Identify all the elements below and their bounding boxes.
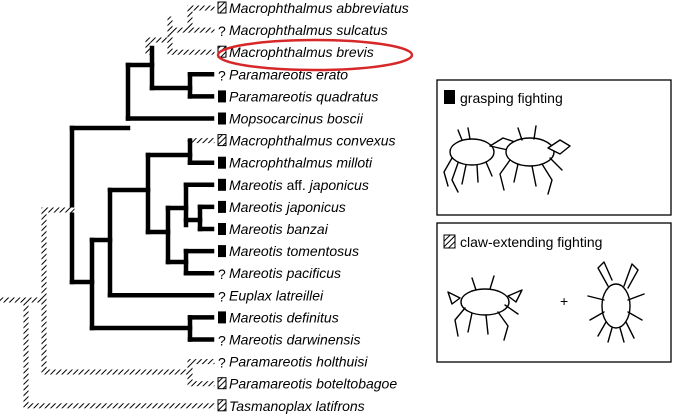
taxon-row: Paramareotis boteltobagoe	[217, 376, 397, 392]
hatched-marker-icon	[217, 377, 227, 390]
taxon-row: Macrophthalmus milloti	[218, 155, 373, 171]
crab-claw-extending-icon	[447, 275, 523, 341]
solid-marker-icon	[218, 112, 226, 125]
solid-marker-icon	[218, 245, 226, 258]
unknown-marker: ?	[218, 333, 226, 349]
crab-pair-grasping-icon	[443, 125, 571, 195]
taxon-label: Euplax latreillei	[229, 287, 324, 303]
branch-line	[187, 138, 215, 144]
taxon-row: ?Mareotis darwinensis	[218, 332, 361, 349]
branch-line	[41, 369, 193, 375]
highlight-ellipse	[216, 38, 414, 72]
crab-upright-icon	[587, 261, 645, 343]
branch-line	[167, 27, 215, 33]
taxon-row: Mareotis banzai	[218, 221, 329, 237]
branch-line	[145, 37, 173, 43]
taxon-label: Mareotis aff. japonicus	[229, 177, 369, 193]
taxon-label: Mareotis tomentosus	[229, 243, 359, 259]
taxon-labels: Macrophthalmus abbreviatus?Macrophthalmu…	[217, 0, 409, 414]
taxon-row: Mareotis definitus	[218, 309, 339, 325]
unknown-marker: ?	[218, 355, 226, 371]
taxon-row: Macrophthalmus convexus	[217, 133, 396, 149]
taxon-label: Macrophthalmus milloti	[229, 155, 373, 171]
taxon-label: Macrophthalmus sulcatus	[229, 22, 388, 38]
branch-line	[41, 207, 47, 375]
taxon-label: Macrophthalmus convexus	[229, 133, 396, 149]
phylogenetic-tree	[0, 5, 215, 409]
branch-line	[41, 207, 75, 213]
solid-marker-icon	[218, 223, 226, 235]
plus-sign: +	[560, 293, 568, 309]
unknown-marker: ?	[218, 23, 226, 39]
taxon-row: ?Paramareotis holthuisi	[218, 354, 368, 371]
taxon-label: Paramareotis boteltobagoe	[229, 376, 397, 392]
unknown-marker: ?	[218, 288, 226, 304]
branch-line	[187, 381, 215, 387]
taxon-label: Paramareotis quadratus	[229, 88, 378, 104]
branch-line	[23, 297, 29, 409]
hatched-marker-icon	[217, 134, 227, 147]
unknown-marker: ?	[218, 67, 226, 83]
taxon-label: Macrophthalmus brevis	[229, 44, 374, 60]
solid-marker-icon	[218, 178, 226, 191]
unknown-marker: ?	[218, 266, 226, 282]
branch-line	[187, 359, 215, 365]
hatched-marker-icon	[217, 399, 227, 412]
taxon-label: Mareotis banzai	[229, 221, 329, 237]
branch-line	[187, 5, 215, 11]
legend-claw-label: claw-extending fighting	[460, 234, 602, 250]
solid-marker-icon	[444, 90, 455, 104]
taxon-label: Mareotis pacificus	[229, 265, 341, 281]
branch-line	[187, 5, 193, 33]
hatched-marker-icon	[443, 234, 456, 249]
taxon-label: Mareotis darwinensis	[229, 332, 361, 348]
taxon-label: Mopsocarcinus boscii	[229, 111, 364, 127]
taxon-row: Tasmanoplax latifrons	[217, 398, 365, 414]
branch-line	[145, 37, 151, 55]
taxon-row: Mareotis japonicus	[218, 199, 346, 215]
branch-line	[167, 49, 215, 55]
taxon-row: ?Mareotis pacificus	[218, 265, 341, 282]
branch-line	[23, 403, 215, 409]
taxon-label: Mareotis japonicus	[229, 199, 346, 215]
taxon-label: Mareotis definitus	[229, 309, 339, 325]
legend-grasping: grasping fighting	[436, 79, 672, 216]
branch-line	[0, 297, 29, 303]
taxon-row: Mopsocarcinus boscii	[218, 111, 364, 127]
taxon-row: Mareotis tomentosus	[218, 243, 359, 259]
legend-claw-extending: claw-extending fighting +	[436, 222, 672, 363]
taxon-label: Macrophthalmus abbreviatus	[229, 0, 409, 16]
taxon-row: Paramareotis quadratus	[218, 88, 378, 104]
taxon-label: Tasmanoplax latifrons	[229, 398, 365, 414]
branch-line	[23, 297, 47, 303]
solid-marker-icon	[218, 156, 226, 169]
taxon-label: Paramareotis holthuisi	[229, 354, 368, 370]
taxon-row: Macrophthalmus brevis	[217, 44, 374, 60]
solid-marker-icon	[218, 90, 226, 103]
taxon-row: ?Euplax latreillei	[218, 287, 324, 304]
solid-marker-icon	[218, 200, 226, 213]
taxon-row: Macrophthalmus abbreviatus	[217, 0, 409, 16]
taxon-row: ?Macrophthalmus sulcatus	[218, 22, 388, 39]
taxon-row: Mareotis aff. japonicus	[218, 177, 369, 193]
branch-line	[167, 16, 173, 55]
solid-marker-icon	[218, 311, 226, 324]
legend-grasping-label: grasping fighting	[460, 90, 563, 106]
hatched-marker-icon	[217, 1, 227, 14]
